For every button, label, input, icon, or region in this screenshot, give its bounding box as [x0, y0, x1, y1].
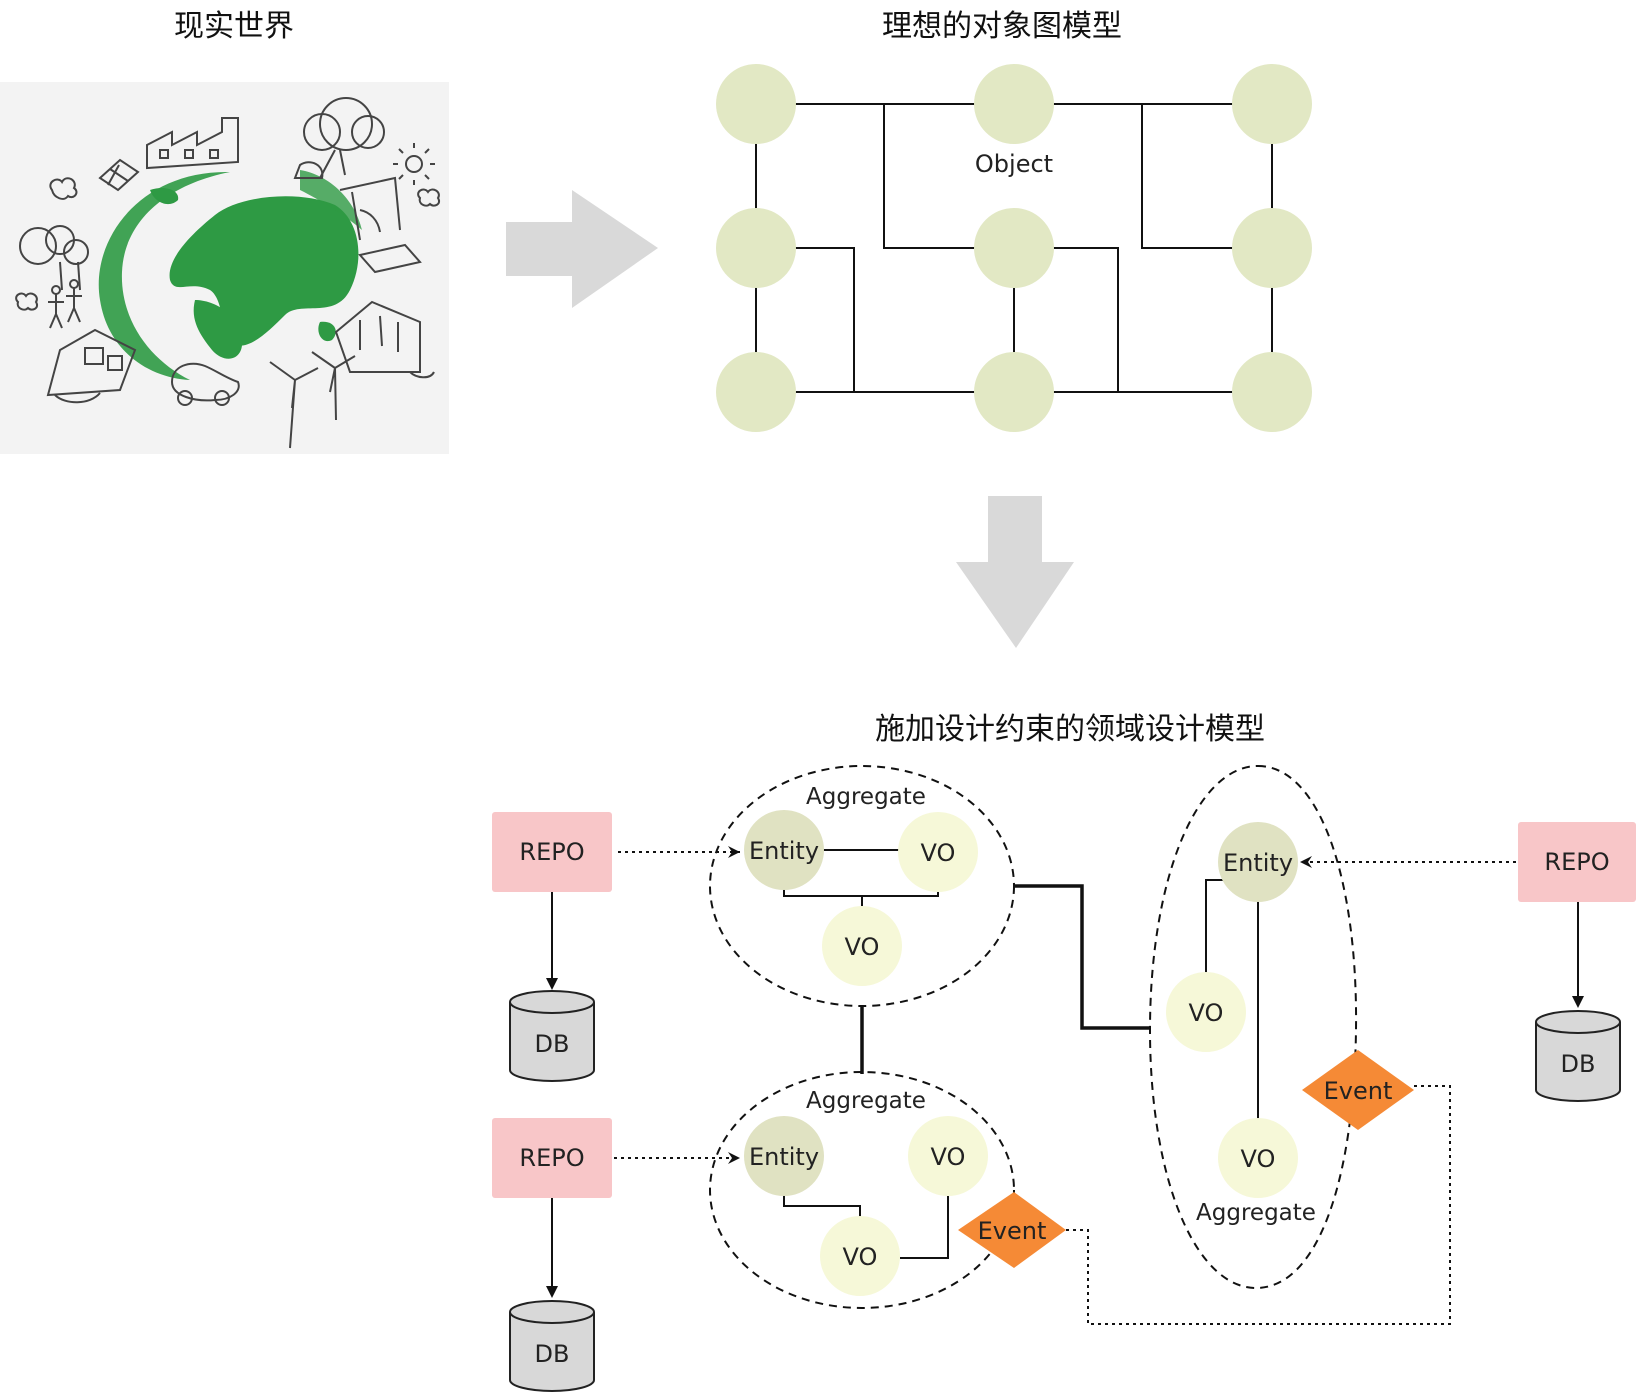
- globe-icon: [98, 170, 362, 380]
- vo-label: VO: [843, 1243, 878, 1271]
- object-node: [1232, 352, 1312, 432]
- tree-icon: [19, 225, 89, 291]
- vo-label: VO: [1241, 1145, 1276, 1173]
- repo-label: REPO: [519, 1144, 584, 1172]
- repo-box: [492, 812, 612, 892]
- house-icon: [46, 328, 137, 404]
- object-node: [716, 208, 796, 288]
- repo-box: [492, 1118, 612, 1198]
- event-diamond: [1302, 1050, 1414, 1130]
- people-icon: [48, 279, 82, 329]
- vo-label: VO: [931, 1143, 966, 1171]
- db-label: DB: [535, 1340, 570, 1368]
- vo-label: VO: [1189, 999, 1224, 1027]
- aggregate-label: Aggregate: [1196, 1200, 1316, 1226]
- object-label: Object: [975, 150, 1053, 178]
- event-label: Event: [978, 1217, 1047, 1245]
- vo-node: [1218, 1118, 1298, 1198]
- repo-label: REPO: [1544, 848, 1609, 876]
- vo-node: [908, 1116, 988, 1196]
- house-icon: [334, 300, 435, 379]
- car-icon: [170, 362, 240, 406]
- entity-node: [1218, 822, 1298, 902]
- repo-label: REPO: [519, 838, 584, 866]
- down-arrow-icon: [956, 496, 1074, 648]
- cloud-icon: [15, 177, 440, 311]
- database-icon: [1535, 1010, 1621, 1102]
- tree-icon: [293, 97, 385, 179]
- title-real-world: 现实世界: [174, 9, 294, 44]
- entity-label: Entity: [1223, 849, 1293, 877]
- vo-node: [1166, 972, 1246, 1052]
- db-label: DB: [535, 1030, 570, 1058]
- repo-box: [1518, 822, 1636, 902]
- aggregate-boundary: [709, 1071, 1015, 1309]
- object-node: [716, 64, 796, 144]
- solar-panel-icon: [98, 158, 140, 192]
- aggregate-link: [1014, 884, 1150, 1030]
- vo-node: [822, 906, 902, 986]
- object-node: [974, 352, 1054, 432]
- factory-icon: [146, 117, 239, 170]
- swing-icon: [339, 176, 422, 274]
- object-node: [1232, 208, 1312, 288]
- event-link: [1066, 1085, 1451, 1325]
- object-node: [1232, 64, 1312, 144]
- db-label: DB: [1561, 1050, 1596, 1078]
- database-icon: [509, 990, 595, 1082]
- object-node: [974, 64, 1054, 144]
- title-ideal-object-model: 理想的对象图模型: [882, 9, 1122, 44]
- entity-label: Entity: [749, 837, 819, 865]
- database-icon: [509, 1300, 595, 1392]
- windmill-icon: [269, 351, 356, 449]
- vo-label: VO: [921, 839, 956, 867]
- object-node: [974, 208, 1054, 288]
- entity-node: [744, 810, 824, 890]
- aggregate-boundary: [709, 765, 1015, 1007]
- entity-label: Entity: [749, 1143, 819, 1171]
- event-label: Event: [1324, 1077, 1393, 1105]
- entity-node: [744, 1116, 824, 1196]
- vo-label: VO: [845, 933, 880, 961]
- aggregate-label: Aggregate: [806, 784, 926, 810]
- object-node: [716, 352, 796, 432]
- domain-model: Aggregate Entity VO VO REPO DB Aggregate…: [492, 764, 1636, 1392]
- sun-icon: [393, 143, 435, 185]
- aggregate-boundary: [1148, 764, 1358, 1290]
- vo-node: [820, 1216, 900, 1296]
- event-diamond: [958, 1192, 1066, 1268]
- aggregate-label: Aggregate: [806, 1088, 926, 1114]
- right-arrow-icon: [506, 190, 658, 308]
- title-domain-model: 施加设计约束的领域设计模型: [875, 712, 1265, 747]
- vo-node: [898, 812, 978, 892]
- real-world-illustration: [0, 82, 449, 454]
- object-graph: Object: [716, 64, 1312, 432]
